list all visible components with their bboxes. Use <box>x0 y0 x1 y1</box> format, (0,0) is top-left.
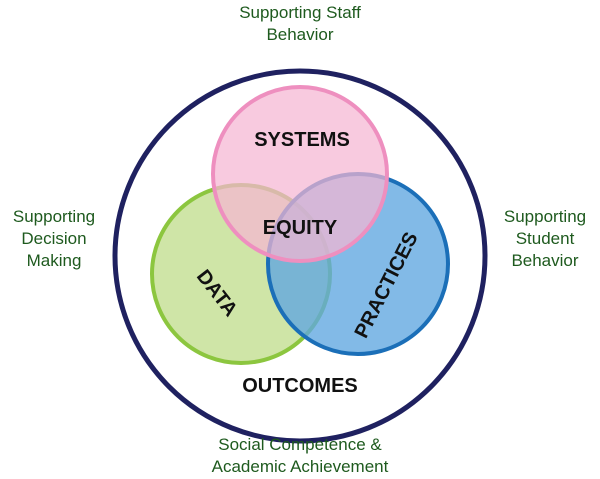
label-line: Academic Achievement <box>211 457 389 476</box>
outcomes-label: OUTCOMES <box>242 375 358 397</box>
label-staff-behavior: Supporting Staff Behavior <box>190 2 410 46</box>
label-social-academic: Social Competence & Academic Achievement <box>160 434 440 478</box>
label-line: Supporting <box>503 207 587 226</box>
label-line: Supporting <box>12 207 96 226</box>
label-line: Behavior <box>511 251 579 270</box>
label-line: Behavior <box>266 25 334 44</box>
label-line: Decision <box>21 229 87 248</box>
label-decision-making: Supporting Decision Making <box>0 206 108 272</box>
label-line: Student <box>515 229 575 248</box>
systems-circle <box>211 85 389 263</box>
equity-label: EQUITY <box>263 217 338 239</box>
label-line: Social Competence & <box>218 435 382 454</box>
label-line: Supporting Staff <box>239 3 361 22</box>
systems-label: SYSTEMS <box>254 129 350 151</box>
label-line: Making <box>26 251 82 270</box>
label-student-behavior: Supporting Student Behavior <box>490 206 600 272</box>
